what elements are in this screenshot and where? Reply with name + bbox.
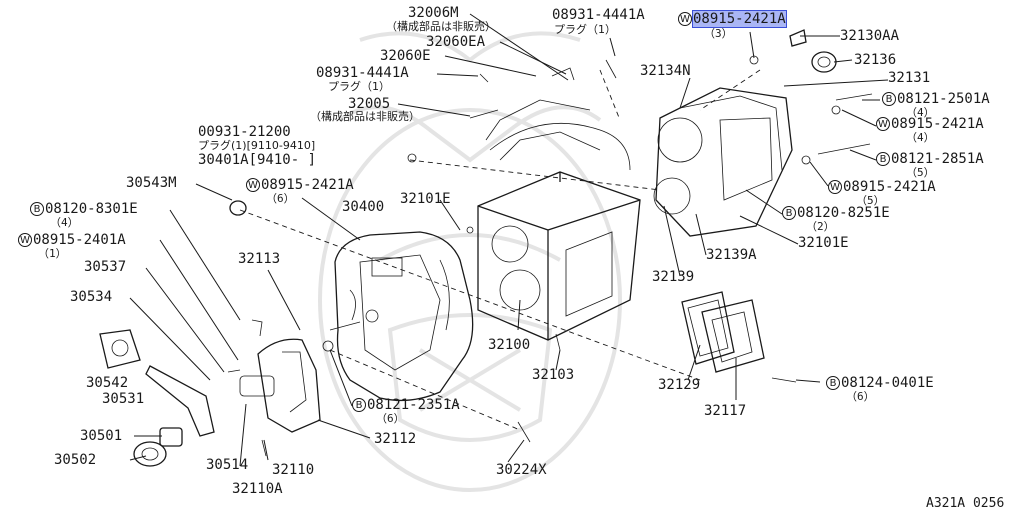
callout-08121-2351A-qty: （6） bbox=[376, 412, 405, 425]
callout-30537: 30537 bbox=[84, 259, 127, 275]
callout-30400: 30400 bbox=[342, 199, 385, 215]
callout-32113: 32113 bbox=[238, 251, 281, 267]
callout-32060E: 32060E bbox=[380, 48, 431, 64]
callout-32117: 32117 bbox=[704, 403, 747, 419]
washer-badge: W bbox=[18, 233, 32, 247]
bolt-badge: B bbox=[876, 152, 890, 166]
callout-30401A: 30401A[9410- ] bbox=[198, 152, 317, 168]
callout-08931-4441A-left: 08931-4441A bbox=[316, 65, 409, 81]
washer-badge: W bbox=[828, 180, 842, 194]
leader-lines bbox=[129, 13, 889, 467]
callout-32005-note: （構成部品は非販売） bbox=[310, 110, 420, 123]
callout-32129: 32129 bbox=[658, 377, 701, 393]
washer-badge: W bbox=[246, 178, 260, 192]
clutch-housing bbox=[334, 231, 474, 402]
front-cover bbox=[239, 338, 321, 433]
callout-32103: 32103 bbox=[532, 367, 575, 383]
callout-08915-top-qty: （3） bbox=[704, 27, 733, 40]
callout-32139A: 32139A bbox=[706, 247, 757, 263]
washer-badge: W bbox=[876, 117, 890, 131]
assembly-axes bbox=[239, 69, 761, 431]
callout-32101E-center: 32101E bbox=[400, 191, 451, 207]
callout-32130AA: 32130AA bbox=[840, 28, 900, 44]
callout-08915-r2-qty: （5） bbox=[856, 194, 885, 207]
callout-08124-0401E-qty: （6） bbox=[846, 390, 875, 403]
callout-30501: 30501 bbox=[80, 428, 123, 444]
callout-08121-2851A-qty: （5） bbox=[906, 166, 935, 179]
callout-08915-left-qty: （6） bbox=[266, 192, 295, 205]
rear-case bbox=[653, 87, 793, 237]
callout-08915-2401A-qty: （1） bbox=[38, 247, 67, 260]
callout-08120-8251E-qty: （2） bbox=[806, 220, 835, 233]
bolt-badge: B bbox=[882, 92, 896, 106]
bolt-badge: B bbox=[352, 398, 366, 412]
callout-08931-right-sub: プラグ（1） bbox=[554, 23, 616, 36]
callout-30531: 30531 bbox=[102, 391, 145, 407]
callout-32112: 32112 bbox=[374, 431, 417, 447]
washer-badge: W bbox=[678, 12, 692, 26]
callout-32006M-note: （構成部品は非販売） bbox=[386, 20, 496, 33]
bolt-badge: B bbox=[30, 202, 44, 216]
bolt-badge: B bbox=[782, 206, 796, 220]
callout-32060EA: 32060EA bbox=[426, 34, 486, 50]
release-parts bbox=[99, 329, 215, 467]
diagram-code: A321A 0256 bbox=[926, 496, 1005, 510]
callout-32101E-right: 32101E bbox=[798, 235, 849, 251]
callout-30542: 30542 bbox=[86, 375, 129, 391]
callout-32100: 32100 bbox=[488, 337, 531, 353]
callout-32006M: 32006M bbox=[408, 5, 459, 21]
callout-00931-21200: 00931-21200 bbox=[198, 124, 291, 140]
callout-08915-r1-qty: （4） bbox=[906, 131, 935, 144]
bolt-badge: B bbox=[826, 376, 840, 390]
transmission-case bbox=[477, 99, 641, 341]
fasteners bbox=[227, 29, 873, 457]
callout-30514: 30514 bbox=[206, 457, 249, 473]
callout-30224X: 30224X bbox=[496, 462, 547, 478]
callout-32110: 32110 bbox=[272, 462, 315, 478]
callout-32110A: 32110A bbox=[232, 481, 283, 497]
callout-32139: 32139 bbox=[652, 269, 695, 285]
highlighted-part-number[interactable]: 08915-2421A bbox=[692, 10, 787, 28]
callout-08931-left-sub: プラグ（1） bbox=[328, 80, 390, 93]
callout-08121-2501A-qty: （4） bbox=[906, 106, 935, 119]
callout-32136: 32136 bbox=[854, 52, 897, 68]
callout-32005: 32005 bbox=[348, 96, 391, 112]
callout-32131: 32131 bbox=[888, 70, 931, 86]
cover-plate bbox=[681, 291, 765, 373]
callout-08931-4441A-right: 08931-4441A bbox=[552, 7, 645, 23]
watermark-emblem bbox=[318, 31, 622, 492]
callout-00931-sub: プラグ(1)[9110-9410] bbox=[198, 139, 316, 152]
callout-30543M: 30543M bbox=[126, 175, 177, 191]
callout-30534: 30534 bbox=[70, 289, 113, 305]
callout-08120-8301E-qty: （4） bbox=[50, 216, 79, 229]
callout-32134N: 32134N bbox=[640, 63, 691, 79]
callout-30502: 30502 bbox=[54, 452, 97, 468]
